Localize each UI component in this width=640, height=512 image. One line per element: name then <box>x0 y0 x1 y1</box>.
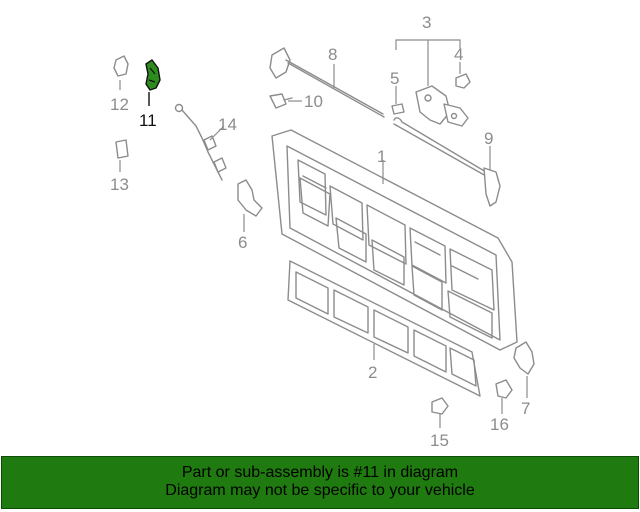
rod-part <box>269 47 385 118</box>
banner-line-disclaimer: Diagram may not be specific to your vehi… <box>165 482 475 499</box>
callout-11: 11 <box>139 111 157 130</box>
callout-2: 2 <box>368 363 377 382</box>
leader-lines <box>119 39 528 428</box>
banner-line-part-number: Part or sub-assembly is #11 in diagram <box>181 464 459 481</box>
callout-labels: 1 2 3 4 5 6 7 8 9 10 11 12 13 14 15 16 <box>110 13 530 450</box>
hinge-bracket-part-highlighted <box>145 59 161 91</box>
stopper-part-13 <box>115 139 129 159</box>
callout-16: 16 <box>490 415 509 434</box>
nut-part-16 <box>495 379 513 399</box>
callout-6: 6 <box>238 233 247 252</box>
callout-15: 15 <box>430 431 449 450</box>
tailgate-panel-part <box>271 129 518 351</box>
trim-panel-part <box>287 260 481 397</box>
release-rod-part <box>393 117 501 207</box>
clip-part <box>391 103 405 115</box>
info-banner: Part or sub-assembly is #11 in diagram D… <box>1 456 639 509</box>
hinge-part-7 <box>513 341 535 375</box>
callout-10: 10 <box>304 92 323 111</box>
callout-5: 5 <box>390 69 399 88</box>
callout-3: 3 <box>422 13 431 32</box>
latch-assembly-part <box>415 85 469 127</box>
hinge-part-6 <box>237 179 263 217</box>
nut-part <box>455 73 471 89</box>
support-cable-part <box>174 103 227 181</box>
bolt-part-10 <box>269 93 293 109</box>
callout-12: 12 <box>110 95 129 114</box>
callout-7: 7 <box>521 399 530 418</box>
callout-4: 4 <box>454 45 463 64</box>
callout-14: 14 <box>218 115 237 134</box>
callout-9: 9 <box>484 129 493 148</box>
screw-part-15 <box>431 397 449 415</box>
bracket-part-12 <box>113 55 129 77</box>
callout-13: 13 <box>110 175 129 194</box>
parts-diagram: 1 2 3 4 5 6 7 8 9 10 11 12 13 14 15 16 <box>110 13 535 450</box>
callout-1: 1 <box>377 147 386 166</box>
callout-8: 8 <box>328 45 337 64</box>
